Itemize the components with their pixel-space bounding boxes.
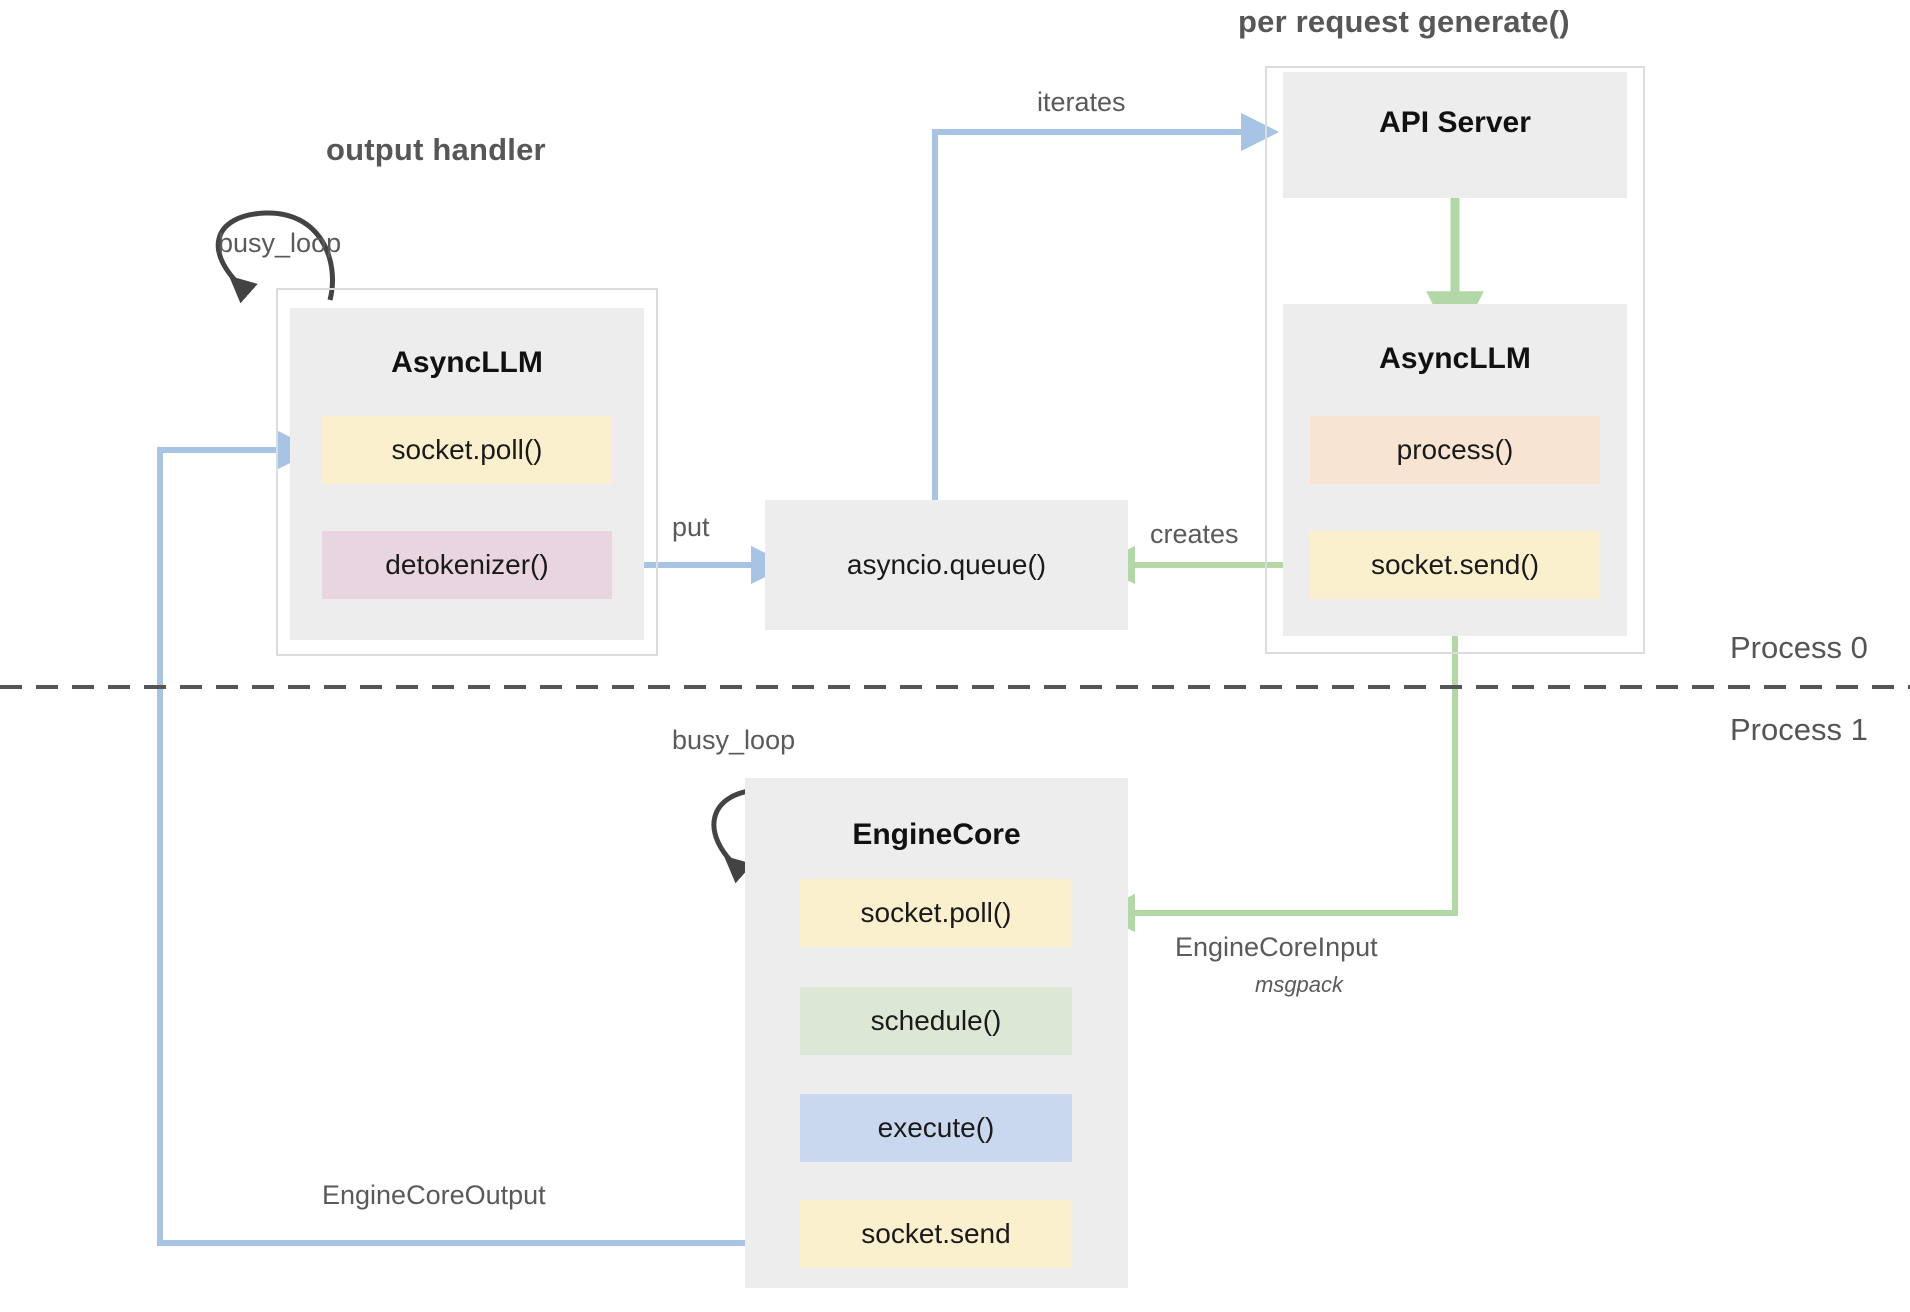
slot-execute[interactable]: execute() <box>800 1094 1072 1162</box>
component-api-server[interactable]: API Server <box>1283 72 1627 198</box>
group-title-output-handler: output handler <box>326 132 546 167</box>
process-label-bottom: Process 1 <box>1730 712 1868 747</box>
component-title-async-llm-right: AsyncLLM <box>1379 342 1531 375</box>
edge-label-engine-core-input-sub: msgpack <box>1255 972 1344 997</box>
slot-socket-send-engine[interactable]: socket.send <box>800 1200 1072 1268</box>
per-request-frame <box>1265 66 1645 654</box>
slot-socket-poll-engine[interactable]: socket.poll() <box>800 879 1072 947</box>
slot-socket-poll-left[interactable]: socket.poll() <box>322 416 612 484</box>
slot-socket-send-right[interactable]: socket.send() <box>1310 531 1600 599</box>
edge-label-creates: creates <box>1150 519 1239 549</box>
edge-label-iterates: iterates <box>1037 87 1126 117</box>
output-handler-frame <box>276 288 658 656</box>
group-title-per-request: per request generate() <box>1238 4 1570 39</box>
process-label-top: Process 0 <box>1730 630 1868 665</box>
edge-label-busy-loop-left: busy_loop <box>218 228 342 258</box>
component-title-async-llm-left: AsyncLLM <box>391 346 543 379</box>
slot-process[interactable]: process() <box>1310 416 1600 484</box>
component-asyncio-queue[interactable]: asyncio.queue() <box>765 500 1128 630</box>
component-title-engine-core: EngineCore <box>852 818 1021 851</box>
edge-label-busy-loop-engine: busy_loop <box>672 725 796 755</box>
slot-schedule[interactable]: schedule() <box>800 987 1072 1055</box>
edge-label-put: put <box>672 512 710 542</box>
slot-detokenizer[interactable]: detokenizer() <box>322 531 612 599</box>
component-title-api-server: API Server <box>1379 106 1531 139</box>
iterates-arrow <box>932 112 1280 500</box>
edge-label-engine-core-input: EngineCoreInput <box>1175 932 1378 962</box>
edge-label-engine-core-output: EngineCoreOutput <box>322 1180 546 1210</box>
